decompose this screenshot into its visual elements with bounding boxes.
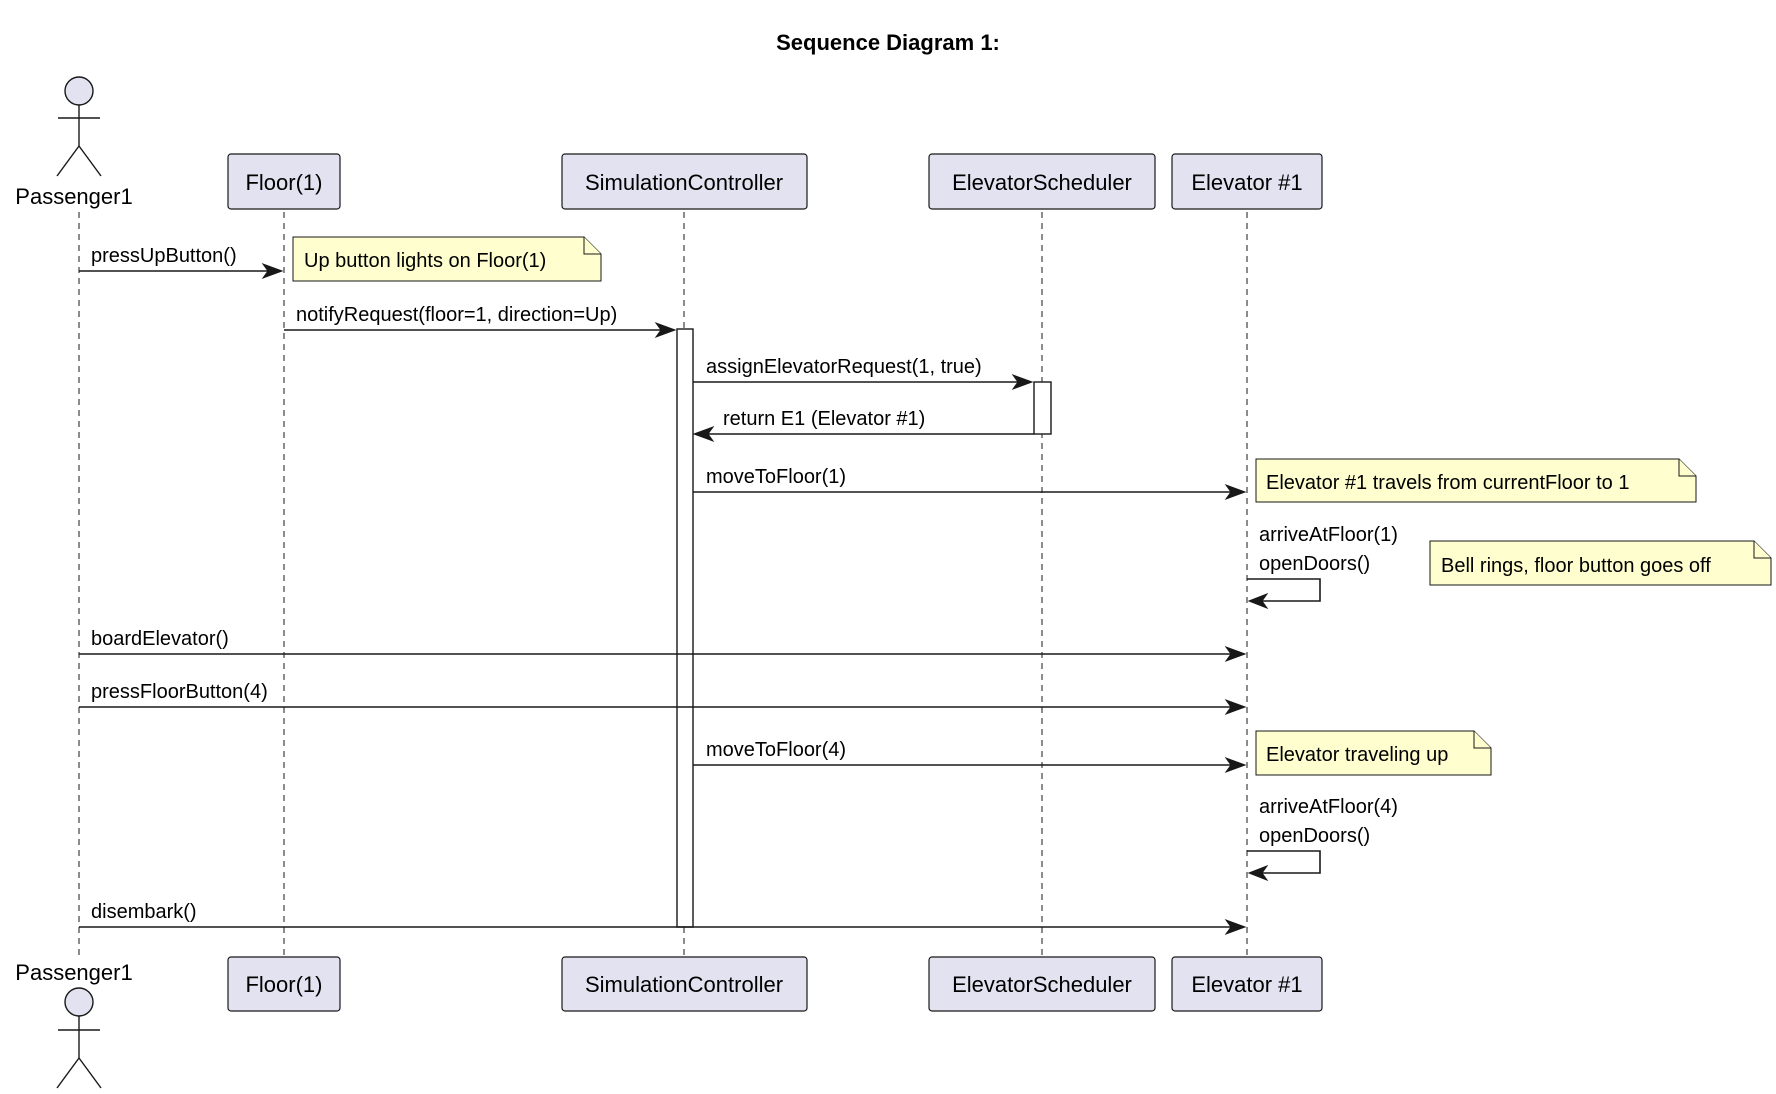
note-label: Up button lights on Floor(1) [304,250,546,272]
participant-floor-bottom: Floor(1) [227,956,341,1012]
participant-scheduler-top: ElevatorScheduler [928,153,1156,210]
participant-controller-bottom: SimulationController [561,956,808,1012]
activation-controller [676,328,694,928]
message-label: return E1 (Elevator #1) [723,408,925,430]
note-elevator-traveling-up: Elevator traveling up [1255,730,1492,776]
note-label: Elevator traveling up [1266,744,1448,766]
participant-label: Elevator #1 [1191,972,1302,997]
actor-passenger-bottom: Passenger1 [15,960,133,1089]
message-move-to-floor-1: moveToFloor(1) [693,466,1247,501]
activation-scheduler [1033,381,1052,435]
message-board-elevator: boardElevator() [79,628,1247,663]
message-label: boardElevator() [91,628,229,650]
participant-controller-top: SimulationController [561,153,808,210]
note-bell-rings: Bell rings, floor button goes off [1429,540,1772,586]
message-label: pressUpButton() [91,245,237,267]
message-assign-elevator-request: assignElevatorRequest(1, true) [693,356,1034,391]
note-elevator-travels: Elevator #1 travels from currentFloor to… [1255,458,1697,503]
message-label: pressFloorButton(4) [91,681,268,703]
message-notify-request: notifyRequest(floor=1, direction=Up) [284,304,677,339]
actor-passenger-top: Passenger1 [15,76,133,209]
diagram-title: Sequence Diagram 1: [776,30,1000,55]
message-label-line-1: arriveAtFloor(4) [1259,796,1398,818]
message-label-line-2: openDoors() [1259,825,1370,847]
message-label-line-2: openDoors() [1259,553,1370,575]
message-press-up-button: pressUpButton() [79,245,284,280]
message-label: notifyRequest(floor=1, direction=Up) [296,304,617,326]
actor-label: Passenger1 [15,960,132,985]
message-move-to-floor-4: moveToFloor(4) [693,739,1247,774]
participant-label: Floor(1) [245,972,322,997]
participant-label: ElevatorScheduler [952,170,1132,195]
participant-floor-top: Floor(1) [227,153,341,210]
participant-label: SimulationController [585,972,783,997]
message-return-e1: return E1 (Elevator #1) [692,408,1034,443]
participant-label: ElevatorScheduler [952,972,1132,997]
actor-head [64,76,94,106]
participant-label: Elevator #1 [1191,170,1302,195]
message-label: moveToFloor(1) [706,466,846,488]
participant-elevator-bottom: Elevator #1 [1171,956,1323,1012]
participant-label: Floor(1) [245,170,322,195]
message-arrive-at-floor-4: arriveAtFloor(4) openDoors() [1247,796,1398,882]
message-label: disembark() [91,901,197,923]
note-label: Elevator #1 travels from currentFloor to… [1266,472,1629,494]
note-label: Bell rings, floor button goes off [1441,555,1711,577]
participant-scheduler-bottom: ElevatorScheduler [928,956,1156,1012]
participant-label: SimulationController [585,170,783,195]
note-up-button-lights: Up button lights on Floor(1) [292,236,602,282]
message-press-floor-button: pressFloorButton(4) [79,681,1247,716]
participant-elevator-top: Elevator #1 [1171,153,1323,210]
message-label: assignElevatorRequest(1, true) [706,356,982,378]
message-arrive-at-floor-1: arriveAtFloor(1) openDoors() [1247,524,1398,610]
actor-head [64,987,94,1017]
message-disembark: disembark() [79,901,1247,936]
actor-legs [56,1056,102,1089]
lifelines [78,212,1248,958]
message-label-line-1: arriveAtFloor(1) [1259,524,1398,546]
message-label: moveToFloor(4) [706,739,846,761]
actor-label: Passenger1 [15,184,132,209]
actor-legs [56,144,102,177]
